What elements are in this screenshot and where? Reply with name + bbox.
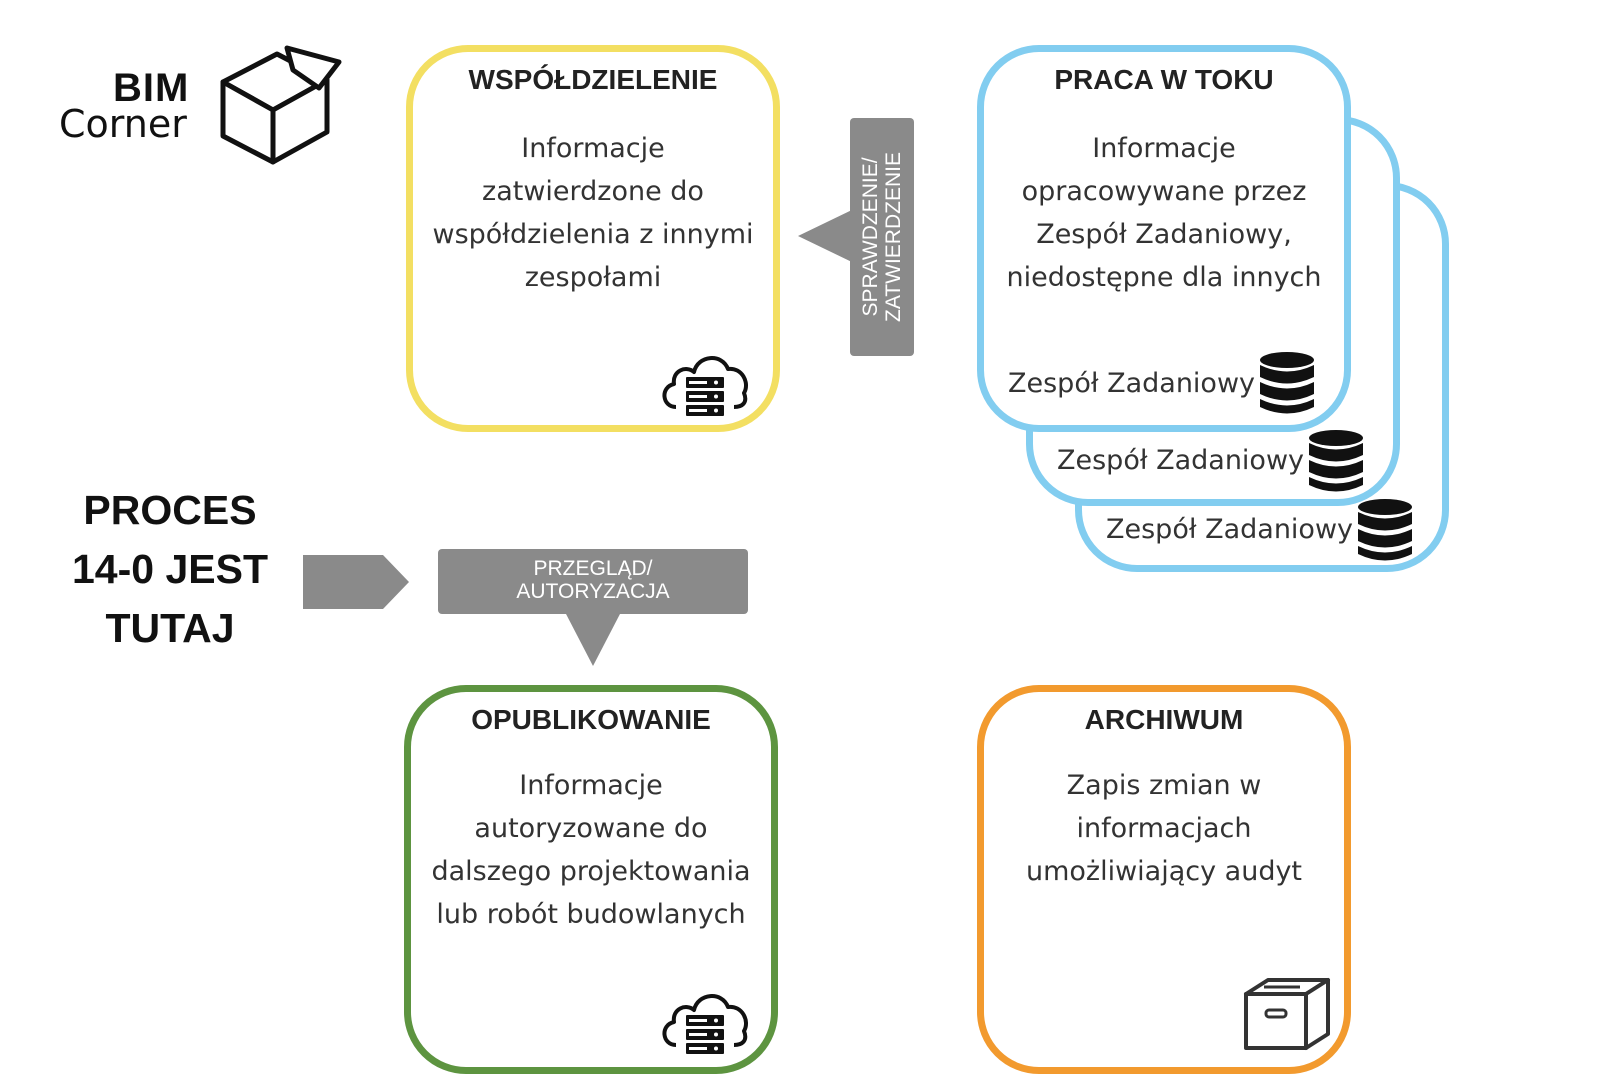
description-line: umożliwiający audyt xyxy=(1025,856,1303,887)
state-title: WSPÓŁDZIELENIE xyxy=(468,64,718,95)
state-description: Informacje opracowywane przez Zespół Zad… xyxy=(996,127,1332,299)
database-icon xyxy=(1260,352,1314,414)
logo-text-bim: BIM xyxy=(113,66,190,110)
check-approve-tag: SPRAWDZENIE/ ZATWIERDZENIE xyxy=(850,118,914,356)
description-line: lub robót budowlanych xyxy=(436,899,746,930)
tag-line: AUTORYZACJA xyxy=(516,580,670,603)
team-label: Zespół Zadaniowy xyxy=(1057,445,1305,476)
tag-line: SPRAWDZENIE/ xyxy=(859,157,882,317)
description-line: informacjach xyxy=(1076,813,1252,844)
description-line: opracowywane przez xyxy=(1021,176,1307,207)
state-description: Informacje zatwierdzone do współdzieleni… xyxy=(425,127,761,299)
process-line: TUTAJ xyxy=(105,605,235,651)
process-line: 14-0 JEST xyxy=(72,546,268,592)
description-line: Zapis zmian w xyxy=(1066,770,1262,801)
state-description: Zapis zmian w informacjach umożliwiający… xyxy=(996,764,1332,893)
description-line: zespołami xyxy=(524,262,662,293)
description-line: Informacje xyxy=(519,770,663,801)
description-line: Zespół Zadaniowy, xyxy=(1036,219,1292,250)
description-line: Informacje xyxy=(521,133,665,164)
archive-box-icon xyxy=(1244,978,1330,1050)
bim-corner-logo: BIM Corner xyxy=(55,40,355,180)
cloud-server-icon xyxy=(662,994,748,1054)
check-approve-pointer xyxy=(798,208,856,264)
state-description: Informacje autoryzowane do dalszego proj… xyxy=(423,764,759,936)
state-title: PRACA W TOKU xyxy=(1054,64,1274,95)
team-label: Zespół Zadaniowy xyxy=(1106,514,1354,545)
process-arrow xyxy=(303,555,409,609)
review-authorize-pointer xyxy=(565,612,621,666)
description-line: autoryzowane do xyxy=(474,813,708,844)
state-title: OPUBLIKOWANIE xyxy=(471,704,711,735)
state-box-published: OPUBLIKOWANIE Informacje autoryzowane do… xyxy=(404,685,778,1074)
box-logo-icon xyxy=(220,45,342,165)
review-authorize-tag: PRZEGLĄD/ AUTORYZACJA xyxy=(438,549,748,614)
check-approve-label: SPRAWDZENIE/ ZATWIERDZENIE xyxy=(859,152,905,322)
description-line: Informacje xyxy=(1092,133,1236,164)
state-box-wip: PRACA W TOKU Informacje opracowywane prz… xyxy=(977,45,1351,432)
database-icon xyxy=(1309,430,1363,492)
state-box-shared: WSPÓŁDZIELENIE Informacje zatwierdzone d… xyxy=(406,45,780,432)
state-title: ARCHIWUM xyxy=(1084,704,1244,735)
cloud-server-icon xyxy=(662,356,748,416)
process-label: PROCES 14-0 JEST TUTAJ xyxy=(40,481,300,658)
description-line: niedostępne dla innych xyxy=(1006,262,1322,293)
description-line: zatwierdzone do xyxy=(482,176,704,207)
tag-line: PRZEGLĄD/ xyxy=(533,557,653,580)
database-icon xyxy=(1358,499,1412,561)
tag-line: ZATWIERDZENIE xyxy=(882,152,905,322)
state-box-archive: ARCHIWUM Zapis zmian w informacjach umoż… xyxy=(977,685,1351,1074)
description-line: współdzielenia z innymi xyxy=(432,219,754,250)
process-line: PROCES xyxy=(83,487,257,533)
logo-text-corner: Corner xyxy=(59,102,187,146)
description-line: dalszego projektowania xyxy=(431,856,751,887)
team-label: Zespół Zadaniowy xyxy=(1008,368,1256,399)
